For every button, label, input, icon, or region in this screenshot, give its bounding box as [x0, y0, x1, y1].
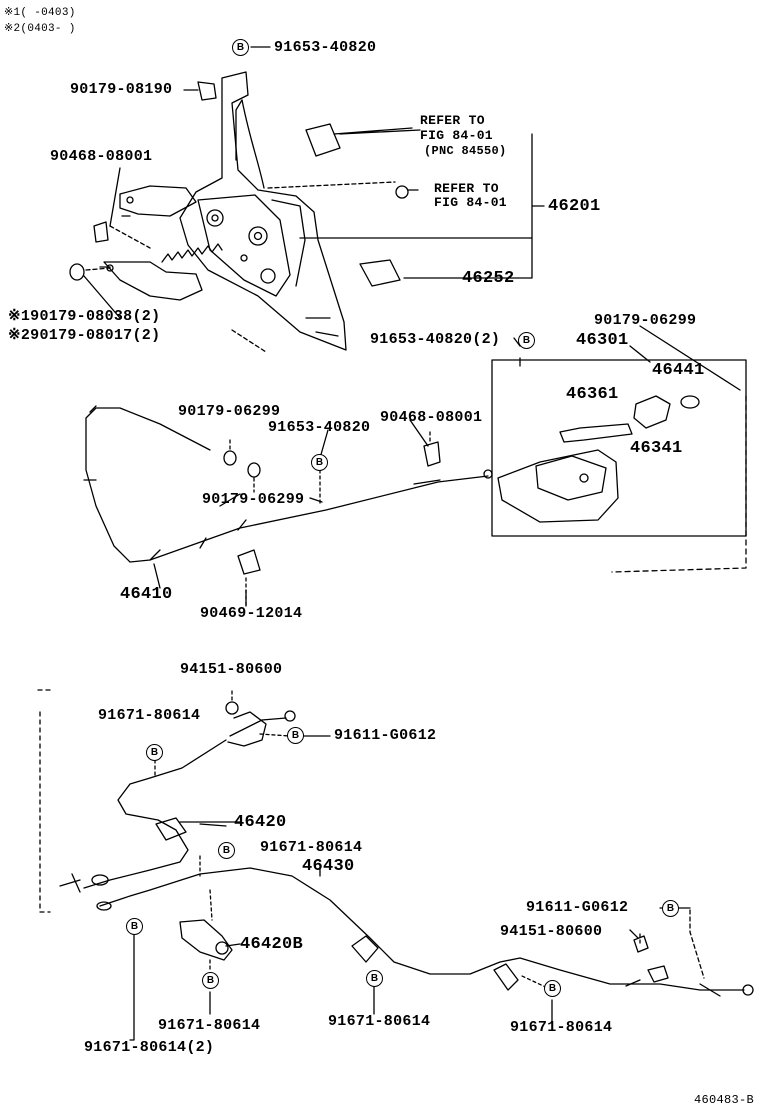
- part-label-91671-80614-a: 91671-80614: [98, 707, 201, 724]
- badge-b: B: [518, 332, 535, 349]
- nut-90179-06299-b: [247, 462, 261, 478]
- badge-b: B: [218, 842, 235, 859]
- part-label-46410: 46410: [120, 585, 173, 604]
- badge-b: B: [311, 454, 328, 471]
- badge-b: B: [366, 970, 383, 987]
- part-label-91653-40820-2: 91653-40820(2): [370, 331, 501, 348]
- clip-90179-08190: [197, 81, 217, 101]
- part-label-90468-08001-mid: 90468-08001: [380, 409, 483, 426]
- refer2-line2: FIG 84-01: [434, 195, 507, 210]
- part-label-90179-08017: ※290179-08017(2): [8, 327, 161, 344]
- nut-94151-80600-top: [225, 701, 239, 715]
- front-cable-46410: [83, 405, 493, 563]
- clip-90468-08001: [93, 221, 109, 243]
- part-label-46201: 46201: [548, 197, 601, 216]
- badge-b: B: [126, 918, 143, 935]
- clamp-90469-12014: [237, 549, 261, 575]
- part-label-90179-06299-b: 90179-06299: [202, 491, 305, 508]
- part-label-46341: 46341: [630, 439, 683, 458]
- part-label-90179-08038: ※190179-08038(2): [8, 308, 161, 325]
- badge-b: B: [544, 980, 561, 997]
- part-label-46252: 46252: [462, 269, 515, 288]
- badge-b: B: [146, 744, 163, 761]
- nut-90179-06299-a: [223, 450, 237, 466]
- part-label-91653-40820-top: 91653-40820: [274, 39, 377, 56]
- rear-cable-46430: [96, 867, 754, 997]
- refer1-line2: FIG 84-01: [420, 128, 493, 143]
- part-label-90179-06299-right: 90179-06299: [594, 312, 697, 329]
- equalizer-box-46301: [491, 359, 747, 537]
- badge-b: B: [662, 900, 679, 917]
- parking-brake-lever-assembly: [85, 71, 396, 353]
- part-label-46420B: 46420B: [240, 935, 304, 954]
- figure-id: 460483-B: [694, 1093, 755, 1107]
- part-label-91611-G0612-top: 91611-G0612: [334, 727, 437, 744]
- refer1-line1: REFER TO: [420, 113, 485, 128]
- part-label-46441: 46441: [652, 361, 705, 380]
- part-label-94151-80600-right: 94151-80600: [500, 923, 603, 940]
- part-label-90179-08190: 90179-08190: [70, 81, 173, 98]
- clip-90468-08001-mid: [423, 441, 441, 467]
- note-1: ※1( -0403): [4, 7, 76, 19]
- screw-refer-84-01: [395, 185, 409, 199]
- note-2: ※2(0403- ): [4, 23, 76, 35]
- part-label-46361: 46361: [566, 385, 619, 404]
- refer1-line3: (PNC 84550): [424, 144, 507, 158]
- part-label-46430: 46430: [302, 857, 355, 876]
- part-label-91671-80614-2: 91671-80614(2): [84, 1039, 215, 1056]
- part-label-91653-40820-mid: 91653-40820: [268, 419, 371, 436]
- refer2-line1: REFER TO: [434, 181, 499, 196]
- nut-94151-80600-right: [633, 935, 649, 953]
- part-label-90179-06299-a: 90179-06299: [178, 403, 281, 420]
- part-label-91671-80614-b: 91671-80614: [260, 839, 363, 856]
- part-label-94151-80600-top: 94151-80600: [180, 661, 283, 678]
- part-label-46420: 46420: [234, 813, 287, 832]
- badge-b: B: [287, 727, 304, 744]
- part-label-91671-80614-e: 91671-80614: [510, 1019, 613, 1036]
- nut-90179-08038: [69, 263, 85, 281]
- part-label-46301: 46301: [576, 331, 629, 350]
- part-label-91671-80614-d: 91671-80614: [328, 1013, 431, 1030]
- part-label-90468-08001-top: 90468-08001: [50, 148, 153, 165]
- part-label-91611-G0612-right: 91611-G0612: [526, 899, 629, 916]
- part-label-91671-80614-c: 91671-80614: [158, 1017, 261, 1034]
- equalizer-assembly: [497, 395, 700, 523]
- badge-b: B: [202, 972, 219, 989]
- badge-b: B: [232, 39, 249, 56]
- cover-46252: [359, 259, 401, 287]
- part-label-90469-12014: 90469-12014: [200, 605, 303, 622]
- bracket-46420B: [179, 919, 233, 961]
- rear-cable-46420: [59, 710, 296, 893]
- grip-refer-84550: [305, 123, 341, 157]
